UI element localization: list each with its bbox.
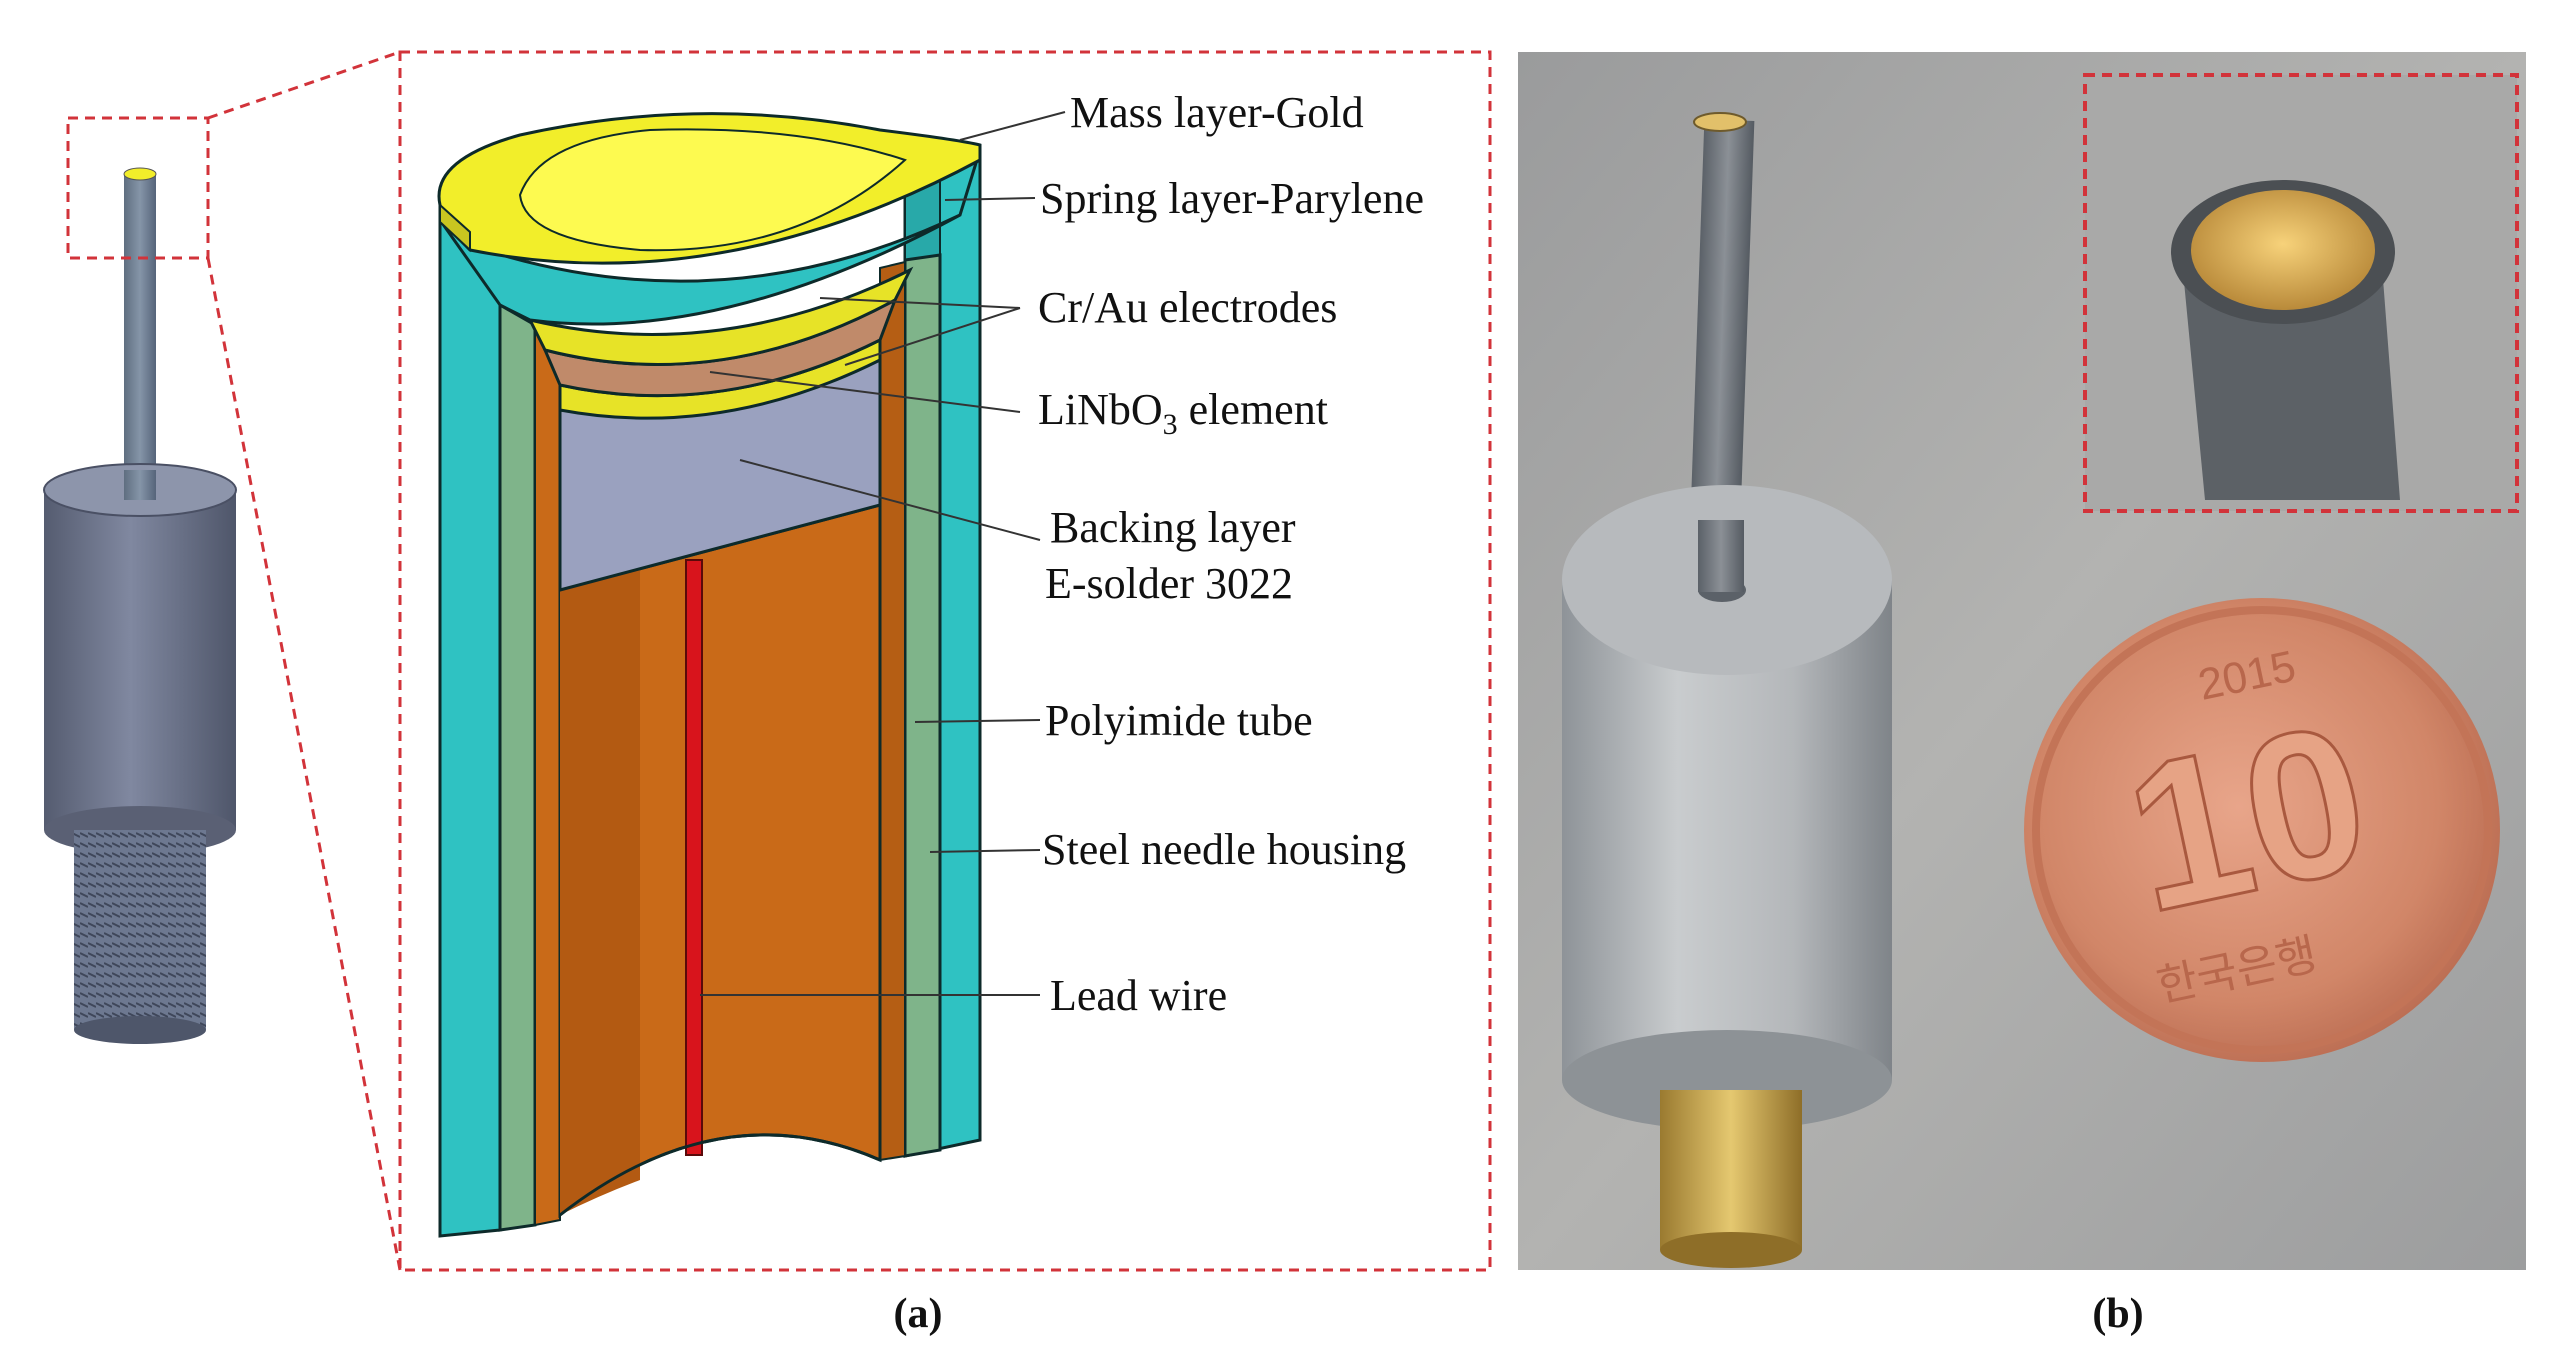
gold-mass-rim <box>439 202 471 253</box>
parylene-spring <box>438 149 982 326</box>
leader-backing <box>739 459 1041 541</box>
inset-gold-surface <box>2191 190 2375 310</box>
label-backing-line1: Backing layer <box>1050 503 1296 552</box>
label-housing: Steel needle housing <box>1042 825 1406 874</box>
sensor-3d-model <box>43 167 237 1044</box>
sensor-photo <box>1562 112 1892 1268</box>
lead-wire <box>685 559 703 1156</box>
polyimide-right <box>903 253 942 1158</box>
cutaway-frame <box>398 50 1492 1272</box>
zoom-line-top <box>207 50 401 120</box>
photo-needle <box>1687 119 1755 601</box>
tip-inset-frame <box>2083 73 2519 513</box>
label-linbo3-sub: 3 <box>1163 408 1178 441</box>
leader-linbo3 <box>709 371 1021 413</box>
leader-electrode-1 <box>819 297 1021 309</box>
photo-cylinder-bottom <box>1562 1030 1892 1130</box>
electrode-upper <box>527 266 914 366</box>
copper-backing-shade <box>560 570 640 1215</box>
label-lead-wire: Lead wire <box>1050 971 1227 1020</box>
leader-mass <box>959 111 1066 141</box>
label-spring-layer: Spring layer-Parylene <box>1040 174 1424 223</box>
sensor-body <box>44 490 236 830</box>
photo-needle-base <box>1698 520 1744 592</box>
label-polyimide: Polyimide tube <box>1045 696 1313 745</box>
cutaway-diagram <box>437 112 982 1238</box>
label-linbo3-element: LiNbO3 element <box>1038 385 1328 441</box>
zoom-line-bottom <box>206 257 402 1271</box>
steel-housing-left <box>534 323 561 1227</box>
leader-lines <box>700 111 1066 996</box>
cutaway-bottom-opening <box>559 1133 881 1217</box>
gold-mass-dish <box>518 128 907 252</box>
label-linbo3-prefix: LiNbO <box>1038 385 1163 434</box>
caption-a: (a) <box>894 1291 943 1337</box>
coin: 10 2015 한국은행 <box>2024 598 2500 1062</box>
sensor-needle <box>124 174 156 504</box>
label-electrodes: Cr/Au electrodes <box>1038 283 1337 332</box>
parylene-wall-left <box>438 217 502 1238</box>
coin-value: 10 <box>2109 679 2386 957</box>
leader-spring <box>944 197 1036 201</box>
label-mass-layer: Mass layer-Gold <box>1070 88 1364 137</box>
coin-face <box>2024 598 2500 1062</box>
leader-polyimide <box>914 719 1041 723</box>
photo-brass-connector <box>1660 1090 1802 1250</box>
sensor-needle-tip <box>123 167 157 181</box>
polyimide-left <box>498 302 537 1232</box>
leader-electrode-2 <box>844 307 1021 366</box>
sensor-thread <box>74 830 206 1030</box>
photo-panel: 10 2015 한국은행 <box>1518 52 2526 1270</box>
sensor-thread-end <box>74 1016 206 1044</box>
label-backing-line2: E-solder 3022 <box>1045 559 1293 608</box>
coin-rim <box>2032 606 2492 1054</box>
tip-inset <box>2083 73 2519 513</box>
photo-brass-end <box>1660 1232 1802 1268</box>
leader-housing <box>929 849 1041 853</box>
photo-needle-tip <box>1693 112 1747 132</box>
caption-b: (b) <box>2092 1291 2143 1337</box>
zoom-source-box <box>66 116 210 260</box>
label-linbo3-suffix: element <box>1178 385 1328 434</box>
sensor-needle-base <box>124 470 156 500</box>
